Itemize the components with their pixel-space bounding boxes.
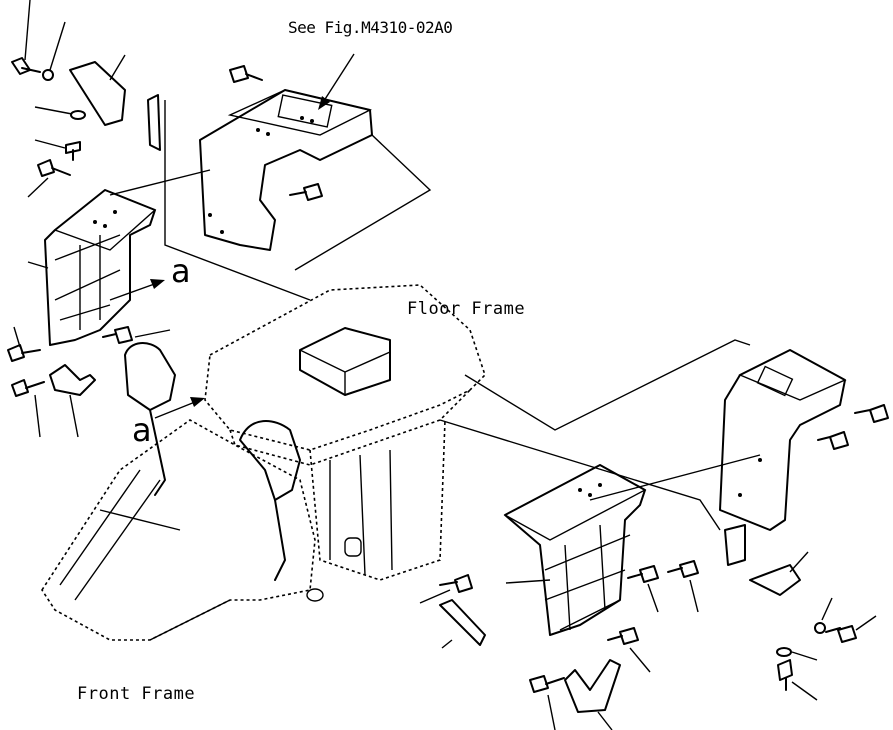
right-step-ladder	[503, 464, 647, 636]
leader-lines	[13, 0, 877, 730]
front-frame-label: Front Frame	[77, 684, 196, 704]
connector-lines	[109, 100, 761, 531]
view-a-marker-upper: a	[171, 252, 191, 290]
figure-reference-label: See Fig.M4310-02A0	[288, 18, 453, 37]
floor-frame-label: Floor Frame	[407, 299, 526, 319]
view-a-marker-lower: a	[132, 411, 152, 449]
view-a-arrows	[109, 96, 330, 419]
right-upper-bracket	[719, 349, 847, 531]
floor-frame-outline	[204, 284, 486, 466]
left-step-ladder	[44, 189, 157, 346]
front-frame-outline	[41, 342, 446, 641]
hardware-lower-right	[439, 404, 889, 713]
upper-left-bracket	[199, 89, 373, 251]
